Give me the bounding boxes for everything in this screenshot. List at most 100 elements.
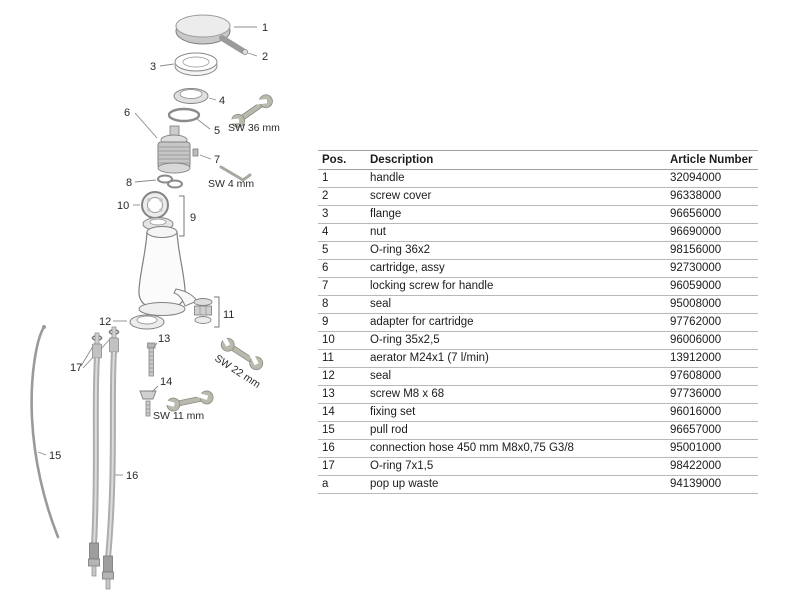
- cell-pos: 4: [318, 223, 366, 242]
- cell-pos: a: [318, 475, 366, 494]
- cell-article: 13912000: [666, 349, 758, 368]
- part-pull-rod: [30, 325, 60, 539]
- callout-10: 10: [117, 200, 129, 212]
- cell-article: 95008000: [666, 295, 758, 314]
- cell-article: 92730000: [666, 259, 758, 278]
- part-screw-m8: [147, 342, 156, 377]
- part-fixing-set: [139, 390, 157, 417]
- cell-description: O-ring 35x2,5: [366, 331, 666, 350]
- callout-16: 16: [126, 470, 138, 482]
- part-flange: [174, 52, 218, 76]
- cell-pos: 12: [318, 367, 366, 386]
- cell-article: 96690000: [666, 223, 758, 242]
- bracket-11: [214, 296, 220, 328]
- col-header-article: Article Number: [666, 150, 758, 170]
- faucet-body: [138, 226, 198, 316]
- cell-pos: 16: [318, 439, 366, 458]
- cell-pos: 5: [318, 241, 366, 260]
- cell-pos: 8: [318, 295, 366, 314]
- leader-7: [199, 154, 212, 160]
- leader-13: [153, 342, 158, 348]
- cell-description: pull rod: [366, 421, 666, 440]
- cell-article: 95001000: [666, 439, 758, 458]
- cell-article: 98156000: [666, 241, 758, 260]
- leader-4: [208, 97, 217, 101]
- cell-article: 96059000: [666, 277, 758, 296]
- cell-description: locking screw for handle: [366, 277, 666, 296]
- callout-13: 13: [158, 333, 170, 345]
- callout-1: 1: [262, 22, 268, 34]
- cell-article: 96006000: [666, 331, 758, 350]
- leader-6: [134, 112, 158, 139]
- cell-pos: 7: [318, 277, 366, 296]
- cell-description: flange: [366, 205, 666, 224]
- part-o-ring-36: [167, 107, 201, 123]
- leader-3: [159, 63, 175, 67]
- part-o-ring-35: [141, 191, 169, 219]
- sw4-label: SW 4 mm: [208, 178, 254, 190]
- cell-description: seal: [366, 295, 666, 314]
- part-connection-hoses: [88, 326, 119, 590]
- cell-pos: 10: [318, 331, 366, 350]
- cell-article: 97608000: [666, 367, 758, 386]
- part-seal-12: [129, 314, 165, 330]
- cell-pos: 6: [318, 259, 366, 278]
- callout-14: 14: [160, 376, 172, 388]
- leader-8: [134, 179, 157, 183]
- cell-article: 96016000: [666, 403, 758, 422]
- faucet-exploded-svg: 1 2 3 4 SW 36 mm 5: [30, 14, 280, 590]
- part-screw-cover: [241, 49, 248, 56]
- cell-pos: 15: [318, 421, 366, 440]
- cell-article: 98422000: [666, 457, 758, 476]
- cell-description: screw cover: [366, 187, 666, 206]
- cell-description: nut: [366, 223, 666, 242]
- cell-description: screw M8 x 68: [366, 385, 666, 404]
- callout-6: 6: [124, 107, 130, 119]
- cell-description: connection hose 450 mm M8x0,75 G3/8: [366, 439, 666, 458]
- leader-14: [151, 385, 159, 393]
- cell-article: 97736000: [666, 385, 758, 404]
- part-seal-8: [157, 174, 183, 189]
- cell-description: aerator M24x1 (7 l/min): [366, 349, 666, 368]
- cell-article: 32094000: [666, 169, 758, 188]
- callout-8: 8: [126, 177, 132, 189]
- cell-article: 94139000: [666, 475, 758, 494]
- callout-11: 11: [223, 309, 234, 321]
- callout-12: 12: [99, 316, 111, 328]
- callout-15: 15: [49, 450, 61, 462]
- leader-15: [37, 451, 47, 456]
- cell-article: 97762000: [666, 313, 758, 332]
- part-nut: [173, 88, 209, 104]
- col-header-description: Description: [366, 150, 666, 170]
- allen-key-icon: [219, 165, 252, 182]
- table-header-row: Pos. Description Article Number: [318, 150, 758, 170]
- cell-description: seal: [366, 367, 666, 386]
- cell-description: adapter for cartridge: [366, 313, 666, 332]
- leader-5: [196, 118, 211, 130]
- part-cartridge: [157, 125, 191, 174]
- cell-description: cartridge, assy: [366, 259, 666, 278]
- callout-2: 2: [262, 51, 268, 63]
- part-aerator: [193, 298, 213, 324]
- cell-pos: 11: [318, 349, 366, 368]
- callout-4: 4: [219, 95, 225, 107]
- callout-7: 7: [214, 154, 220, 166]
- callout-9: 9: [190, 212, 196, 224]
